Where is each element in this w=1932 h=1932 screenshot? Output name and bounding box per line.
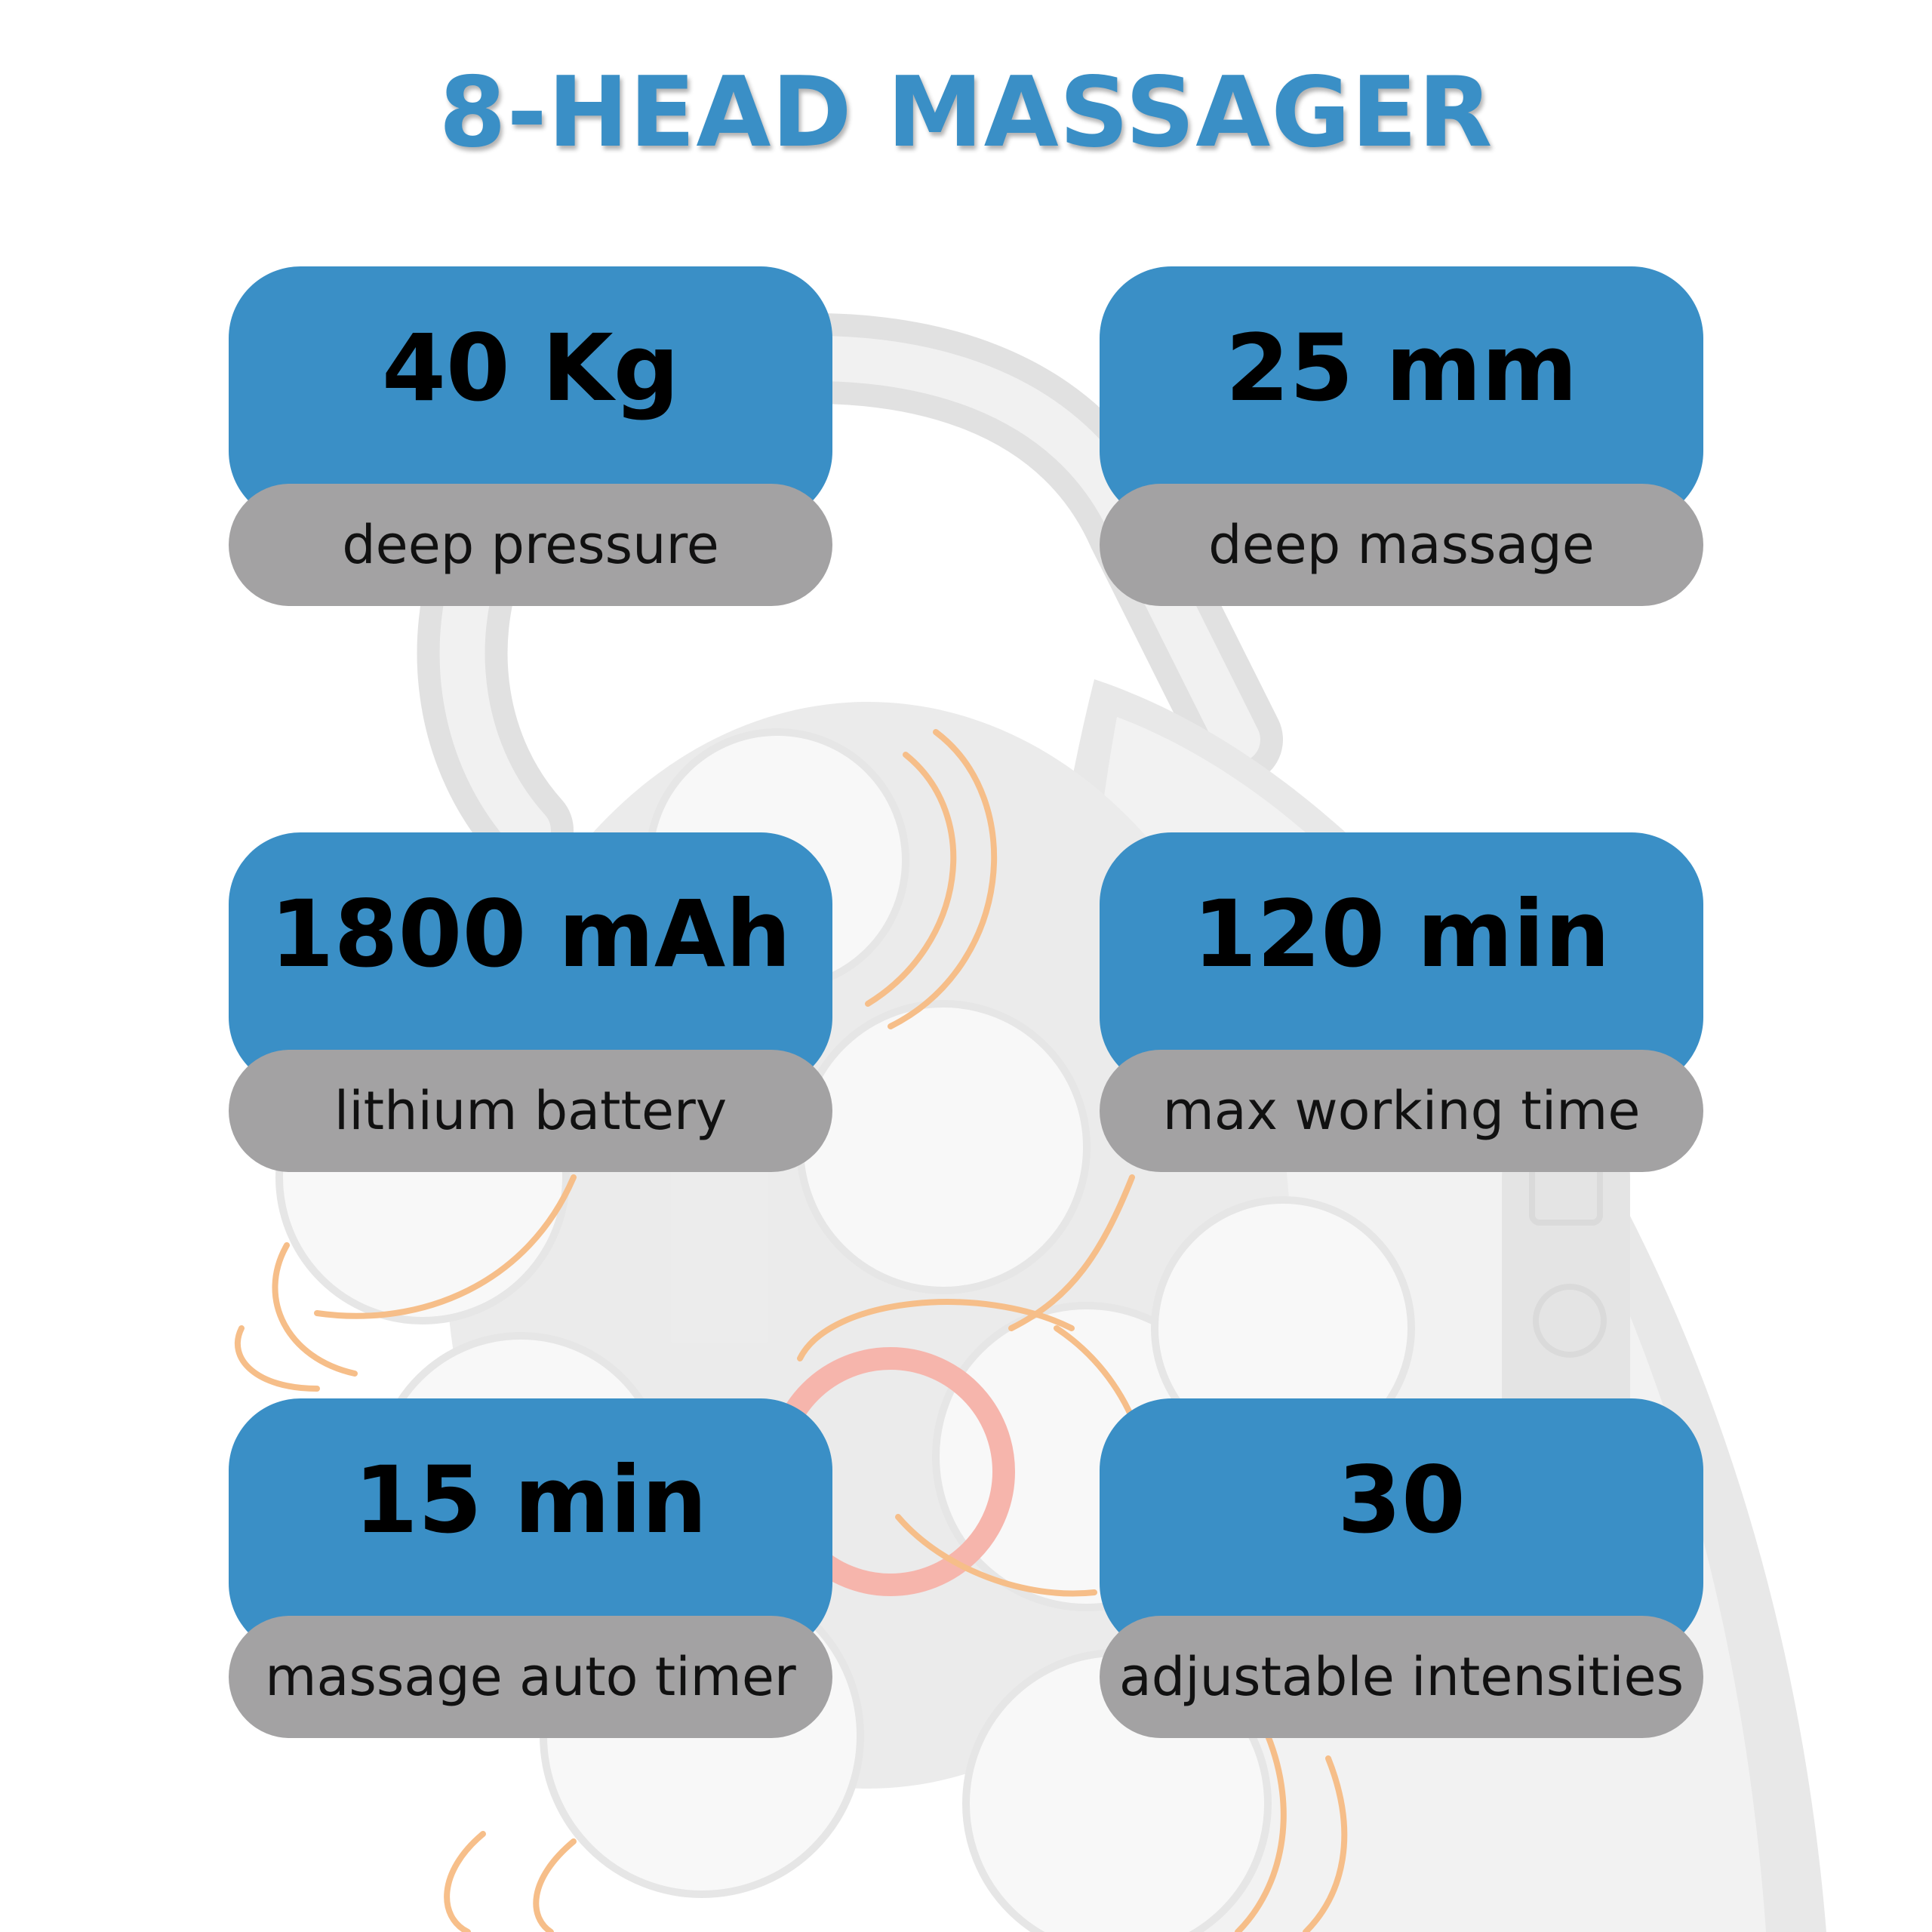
spec-value: 30 — [1100, 1398, 1703, 1655]
spec-value: 120 min — [1100, 832, 1703, 1089]
spec-label: deep massage — [1100, 484, 1703, 606]
spec-value: 15 min — [229, 1398, 832, 1655]
spec-label: max working time — [1100, 1050, 1703, 1172]
spec-card-massage-depth: 25 mm deep massage — [1100, 266, 1703, 606]
spec-card-intensities: 30 adjustable intensities — [1100, 1398, 1703, 1738]
spec-card-pressure: 40 Kg deep pressure — [229, 266, 832, 606]
spec-label: deep pressure — [229, 484, 832, 606]
spec-value: 25 mm — [1100, 266, 1703, 523]
spec-card-auto-timer: 15 min massage auto timer — [229, 1398, 832, 1738]
spec-label: lithium battery — [229, 1050, 832, 1172]
spec-card-battery: 1800 mAh lithium battery — [229, 832, 832, 1172]
spec-label: massage auto timer — [229, 1616, 832, 1738]
spec-value: 1800 mAh — [229, 832, 832, 1089]
spec-card-working-time: 120 min max working time — [1100, 832, 1703, 1172]
page-title: 8-HEAD MASSAGER — [438, 57, 1494, 169]
spec-value: 40 Kg — [229, 266, 832, 523]
spec-label: adjustable intensities — [1100, 1616, 1703, 1738]
